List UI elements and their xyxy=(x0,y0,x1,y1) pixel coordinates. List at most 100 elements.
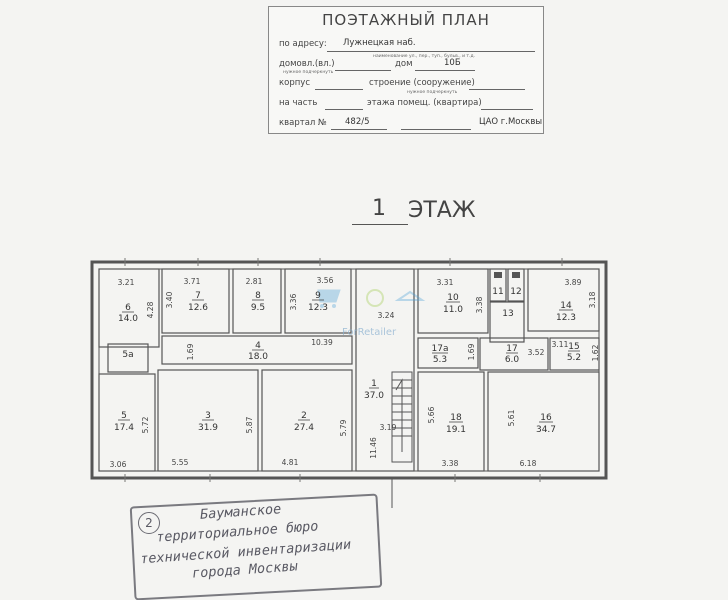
room-area: 6.0 xyxy=(505,355,520,365)
house-line xyxy=(335,70,391,71)
wall-room-6 xyxy=(98,268,160,348)
room-number: 3 xyxy=(205,411,211,421)
wall-room-3 xyxy=(157,369,259,472)
floor-underline xyxy=(352,224,408,225)
dimension-label: 3.71 xyxy=(184,277,201,286)
house-note: нужное подчеркнуть xyxy=(283,70,334,75)
wall-room-8 xyxy=(232,268,282,334)
room-number: 12 xyxy=(510,287,521,297)
cart-icon-wheel xyxy=(332,304,336,308)
room-number: 14 xyxy=(560,301,572,311)
district-line xyxy=(401,129,471,130)
stroenie-line xyxy=(469,89,525,90)
dimension-label: 3.36 xyxy=(289,293,298,310)
room-area: 27.4 xyxy=(294,423,314,433)
room-number: 5а xyxy=(122,350,133,360)
dimension-label: 1.62 xyxy=(591,344,600,361)
dimension-label: 10.39 xyxy=(311,338,333,347)
kvartal-line xyxy=(331,129,387,130)
room-area: 12.6 xyxy=(188,303,208,313)
wall-room-14 xyxy=(527,268,600,332)
title-block: ПОЭТАЖНЫЙ ПЛАН по адресу: Лужнецкая наб.… xyxy=(268,6,544,134)
address-note: наименование ул., пер., туп., бульв., и … xyxy=(373,54,476,59)
fixture xyxy=(512,272,520,278)
watermark-text: ForRetailer xyxy=(342,327,397,338)
room-number: 7 xyxy=(195,291,201,301)
room-area: 14.0 xyxy=(118,314,138,324)
dimension-label: 5.79 xyxy=(339,419,348,436)
floor-number: 1 xyxy=(372,196,386,221)
dimension-label: 5.61 xyxy=(507,409,516,426)
dimension-label: 3.21 xyxy=(118,278,135,287)
room-number: 15 xyxy=(568,342,579,352)
dom-value: 10Б xyxy=(444,58,461,68)
stroenie-label: строение (сооружение) xyxy=(369,78,475,88)
room-area: 17.4 xyxy=(114,423,134,433)
room-number: 6 xyxy=(125,303,131,313)
wall-room-5a xyxy=(107,343,149,373)
wall-room-13 xyxy=(489,301,525,343)
dimension-label: 5.55 xyxy=(172,458,189,467)
dimension-label: 6.18 xyxy=(520,459,537,468)
wall-room-16 xyxy=(487,371,600,472)
dimension-label: 3.18 xyxy=(588,291,597,308)
etazh-label: этажа помещ. (квартира) xyxy=(367,98,482,108)
dimension-label: 3.31 xyxy=(437,278,454,287)
wall-room-7 xyxy=(161,268,230,334)
stamp-number: 2 xyxy=(138,512,160,534)
dimension-label: 3.38 xyxy=(442,459,459,468)
chast-line xyxy=(325,109,363,110)
wall-room-5 xyxy=(98,373,156,472)
outer-wall xyxy=(90,260,608,480)
cart-icon-wheel xyxy=(320,304,324,308)
room-area: 9.5 xyxy=(251,303,265,313)
room-number: 1 xyxy=(371,379,377,389)
room-number: 9 xyxy=(315,291,321,301)
room-area: 5.3 xyxy=(433,355,447,365)
korpus-line xyxy=(315,89,363,90)
dimension-label: 4.81 xyxy=(282,458,299,467)
wall-room-9 xyxy=(284,268,352,334)
room-number: 17а xyxy=(432,344,449,354)
cart-icon xyxy=(317,289,341,303)
room-area: 19.1 xyxy=(446,425,466,435)
room-number: 17 xyxy=(506,344,517,354)
korpus-label: корпус xyxy=(279,78,310,88)
address-line xyxy=(327,51,535,52)
room-number: 4 xyxy=(255,341,261,351)
dimension-label: 2.81 xyxy=(246,277,263,286)
room-area: 5.2 xyxy=(567,353,581,363)
etazh-line xyxy=(481,109,533,110)
dimension-label: 3.24 xyxy=(378,311,395,320)
fixture xyxy=(494,272,502,278)
room-number: 5 xyxy=(121,411,127,421)
dimension-label: 3.56 xyxy=(317,276,334,285)
room-area: 34.7 xyxy=(536,425,556,435)
address-label: по адресу: xyxy=(279,39,327,49)
wall-room-11 xyxy=(489,268,507,302)
stair-flight xyxy=(391,371,413,463)
room-number: 11 xyxy=(492,287,503,297)
hanger-icon xyxy=(394,290,426,301)
kvartal-label: квартал № xyxy=(279,118,327,128)
wall-room-18 xyxy=(417,371,485,472)
dimension-label: 11.46 xyxy=(369,437,378,459)
room-number: 10 xyxy=(447,293,459,303)
wall-room-12 xyxy=(507,268,525,302)
dimension-label: 5.87 xyxy=(245,416,254,433)
room-number: 16 xyxy=(540,413,552,423)
bti-stamp: 2 Бауманское территориальное бюро технич… xyxy=(129,493,383,600)
dimension-label: 3.38 xyxy=(475,296,484,313)
wall-room-10 xyxy=(417,268,489,334)
wall-corridor-4 xyxy=(161,335,353,365)
wall-room-2 xyxy=(261,369,353,472)
room-number: 2 xyxy=(301,411,307,421)
room-number: 18 xyxy=(450,413,462,423)
room-area: 11.0 xyxy=(443,305,463,315)
dimension-label: 5.72 xyxy=(141,416,150,433)
wall-room-17 xyxy=(479,337,549,371)
kvartal-value: 482/5 xyxy=(345,117,370,127)
room-area: 12.3 xyxy=(556,313,576,323)
dimension-label: 3.11 xyxy=(552,340,569,349)
watermark-logo-circle xyxy=(366,289,384,307)
